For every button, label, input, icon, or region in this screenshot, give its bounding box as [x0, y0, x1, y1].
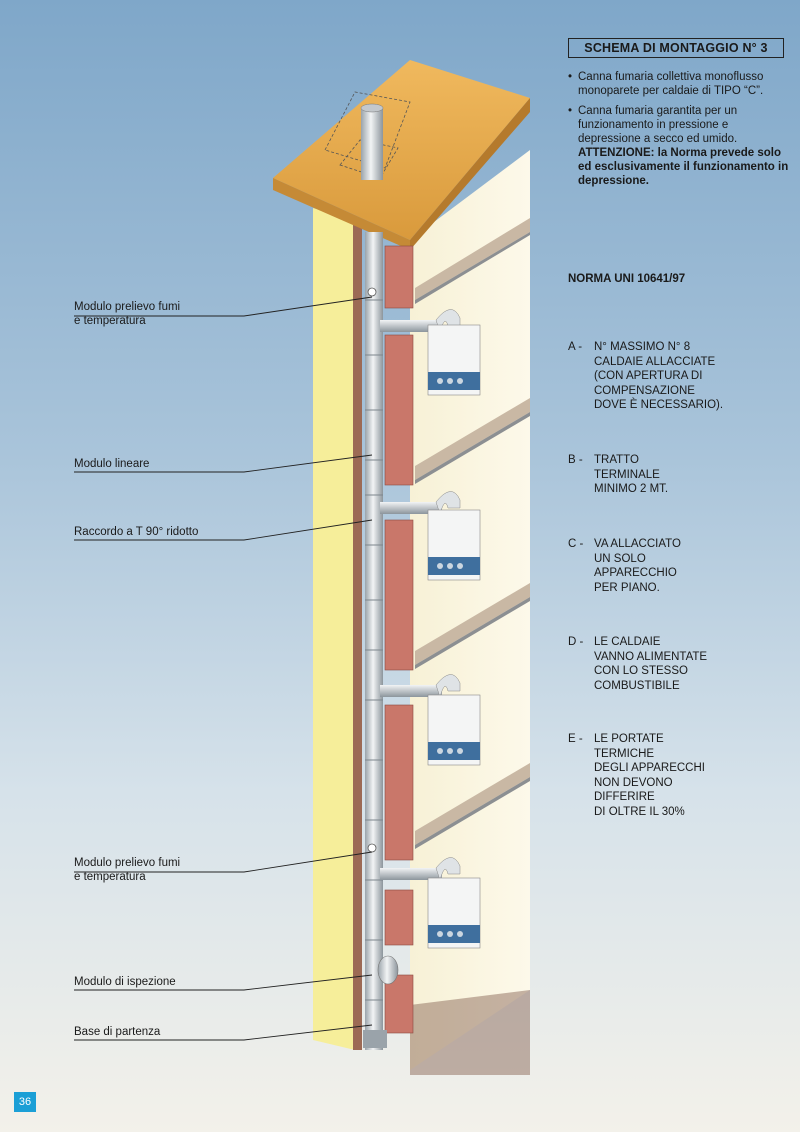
sampling-port-bottom	[367, 843, 377, 853]
inspection-module	[377, 955, 399, 985]
main-flue-pipe	[363, 232, 399, 1050]
label-tee-fitting: Raccordo a T 90° ridotto	[74, 526, 199, 538]
label-sampling-module-bottom: Modulo prelievo fumi e temperatura	[74, 857, 181, 883]
bullet-item: • Canna fumaria garantita per un funzion…	[568, 104, 793, 188]
label-start-base: Base di partenza	[74, 1026, 161, 1038]
boiler-floor-4	[380, 857, 481, 949]
diagram-title: SCHEMA DI MONTAGGIO N° 3	[568, 38, 784, 58]
note-letter: E -	[568, 733, 583, 745]
page-number: 36	[14, 1092, 36, 1112]
note-text: VA ALLACCIATO UN SOLO APPARECCHIO PER PI…	[594, 538, 681, 594]
note-letter: C -	[568, 538, 584, 550]
start-base	[363, 1030, 387, 1048]
bullet-text: Canna fumaria garantita per un funzionam…	[578, 105, 738, 145]
note-text: LE PORTATE TERMICHE DEGLI APPARECCHI NON…	[594, 733, 705, 818]
boiler-floor-3	[380, 674, 481, 766]
bullet-item: • Canna fumaria collettiva monoflusso mo…	[568, 70, 793, 98]
bullet-mark: •	[568, 105, 573, 117]
facade-wall	[313, 208, 355, 1050]
note-text: LE CALDAIE VANNO ALIMENTATE CON LO STESS…	[594, 636, 708, 692]
bullet-text: Canna fumaria collettiva monoflusso mono…	[578, 71, 764, 97]
sampling-port-top	[367, 287, 377, 297]
label-linear-module: Modulo lineare	[74, 458, 150, 470]
boiler-floor-2	[380, 491, 481, 581]
chimney-terminal	[324, 91, 411, 180]
note-letter: A -	[568, 341, 583, 353]
note-text: N° MASSIMO N° 8 CALDAIE ALLACCIATE (CON …	[594, 341, 724, 412]
label-inspection-module: Modulo di ispezione	[74, 976, 176, 988]
floor-slabs	[415, 218, 530, 849]
note-letter: D -	[568, 636, 584, 648]
bullet-mark: •	[568, 71, 573, 83]
label-sampling-module-top: Modulo prelievo fumi e temperatura	[74, 301, 181, 327]
note-letter: B -	[568, 454, 583, 466]
leader-lines	[74, 296, 373, 1041]
warning-text: ATTENZIONE: la Norma prevede solo ed esc…	[578, 147, 789, 187]
note-text: TRATTO TERMINALE MINIMO 2 MT.	[594, 454, 669, 496]
boiler-floor-1	[380, 309, 481, 396]
wall-edge	[353, 220, 362, 1050]
norma-heading: NORMA UNI 10641/97	[568, 273, 686, 285]
building-shadow-wall	[410, 990, 530, 1075]
description-bullets: • Canna fumaria collettiva monoflusso mo…	[568, 70, 793, 194]
brick-columns	[384, 245, 414, 1034]
